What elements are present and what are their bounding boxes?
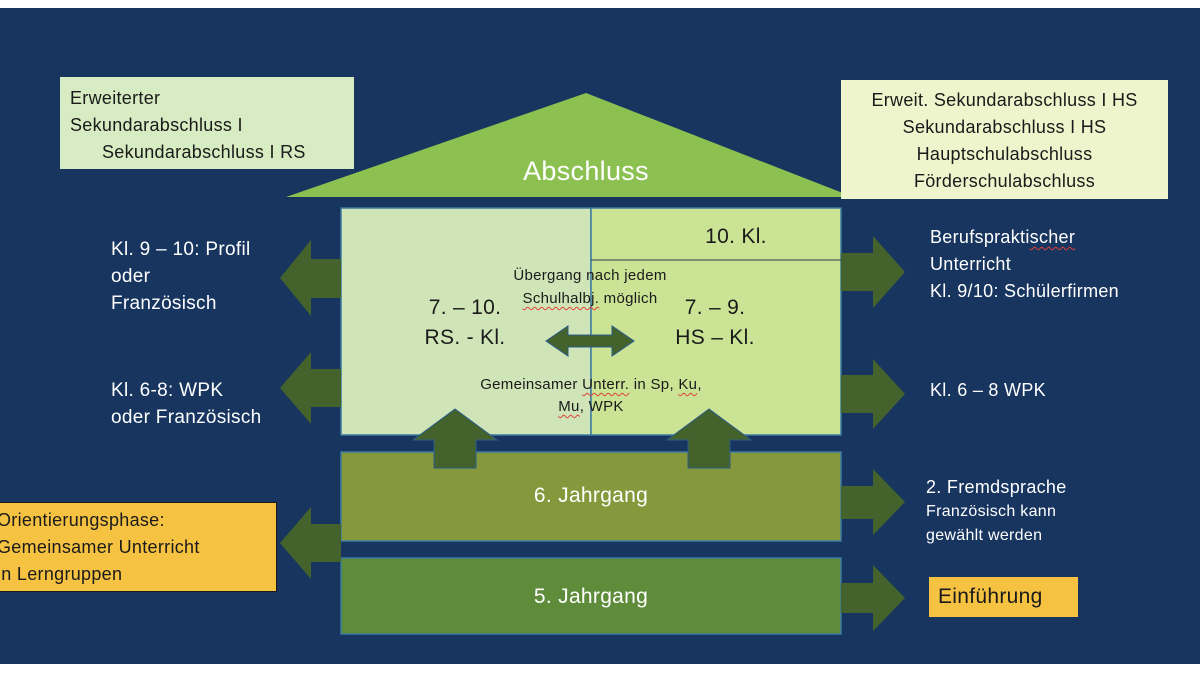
fremdsprache-title: 2. Fremdsprache xyxy=(926,477,1067,497)
grade6-label: 6. Jahrgang xyxy=(533,484,649,507)
hs-label: 7. – 9. HS – Kl. xyxy=(645,293,785,353)
rs-label: 7. – 10. RS. - Kl. xyxy=(395,293,535,353)
right-top-line1: Erweit. Sekundarabschluss I HS xyxy=(871,90,1138,110)
right-arrow-grade5 xyxy=(841,565,905,631)
left-top-line2: Sekundarabschluss I xyxy=(70,115,243,135)
left-note-upper-1: Kl. 9 – 10: Profil xyxy=(111,239,251,260)
left-top-line1: Erweiterter xyxy=(70,88,161,108)
rs-line1: 7. – 10. xyxy=(428,296,502,319)
transition-post: möglich xyxy=(599,290,658,307)
left-note-lower-1: Kl. 6-8: WPK xyxy=(111,380,224,401)
right-note-upper-wavy: scher xyxy=(1029,227,1076,247)
transition-text: Übergang nach jedem Schulhalbj. möglich xyxy=(480,264,700,310)
right-note-upper-2: Unterricht xyxy=(930,254,1012,274)
fremd-line1: Französisch kann xyxy=(926,503,1057,520)
right-arrow-upper xyxy=(841,236,905,308)
slide-background: Abschluss Erweiterter Sekundarabschluss … xyxy=(0,8,1200,664)
roof-label: Abschluss xyxy=(523,156,649,186)
shared-wavy3: Mu xyxy=(558,398,580,415)
right-note-lower: Kl. 6 – 8 WPK xyxy=(930,380,1046,400)
up-arrow-left xyxy=(411,408,499,469)
kl10-label: 10. Kl. xyxy=(705,225,767,248)
right-top-line4: Förderschulabschluss xyxy=(913,171,1096,191)
left-note-upper: Kl. 9 – 10: Profil oder Französisch xyxy=(111,236,251,317)
right-arrow-grade6 xyxy=(841,469,905,535)
left-arrow-lower xyxy=(280,507,341,579)
orientation-line1: Orientierungsphase: xyxy=(0,510,165,530)
shared-lessons-text: Gemeinsamer Unterr. in Sp, Ku, Mu, WPK xyxy=(461,374,721,418)
right-top-line3: Hauptschulabschluss xyxy=(916,144,1093,164)
right-note-upper-pre: Berufsprakti xyxy=(930,227,1030,247)
right-top-box: Erweit. Sekundarabschluss I HS Sekundara… xyxy=(841,80,1168,199)
left-note-upper-3: Französisch xyxy=(111,293,217,314)
hs-line1: 7. – 9. xyxy=(684,296,746,319)
left-top-box: Erweiterter Sekundarabschluss I Sekundar… xyxy=(60,77,354,169)
right-note-upper-3: Kl. 9/10: Schülerfirmen xyxy=(930,281,1119,301)
shared-wavy1: Unterr. xyxy=(582,376,630,393)
orientation-line3: in Lerngruppen xyxy=(0,564,123,584)
grade5-block xyxy=(340,557,842,635)
grade5-label: 5. Jahrgang xyxy=(533,585,649,608)
fremd-line2: gewählt werden xyxy=(926,527,1043,544)
right-arrow-middle xyxy=(841,359,905,429)
left-note-upper-2: oder xyxy=(111,266,151,287)
fremdsprache-text: Französisch kann gewählt werden xyxy=(926,500,1056,548)
grade6-block xyxy=(340,451,842,542)
shared-wavy2: Ku xyxy=(678,376,698,393)
intro-box: Einführung xyxy=(929,577,1078,617)
transition-wavy: Schulhalbj. xyxy=(522,290,600,307)
roof-triangle xyxy=(286,93,853,197)
left-top-line3: Sekundarabschluss I RS xyxy=(102,142,306,162)
left-arrow-middle xyxy=(280,352,341,424)
rs-line2: RS. - Kl. xyxy=(424,326,506,349)
left-note-lower-2: oder Französisch xyxy=(111,407,262,428)
shared-pre: Gemeinsamer xyxy=(480,376,583,393)
hs-line2: HS – Kl. xyxy=(675,326,755,349)
shared-mid: in Sp, xyxy=(629,376,679,393)
orientation-box: Orientierungsphase: Gemeinsamer Unterric… xyxy=(0,502,277,592)
orientation-line2: Gemeinsamer Unterricht xyxy=(0,537,200,557)
intro-label: Einführung xyxy=(938,585,1043,608)
shared-line2-post: , WPK xyxy=(579,398,624,415)
transition-line1: Übergang nach jedem xyxy=(513,267,667,284)
hs-block xyxy=(590,207,842,436)
right-note-upper: Berufspraktischer Unterricht Kl. 9/10: S… xyxy=(930,224,1119,305)
diagram-shapes xyxy=(280,93,905,635)
left-note-lower: Kl. 6-8: WPK oder Französisch xyxy=(111,377,262,431)
left-arrow-upper xyxy=(280,240,341,316)
shared-post: , xyxy=(697,376,702,393)
right-top-line2: Sekundarabschluss I HS xyxy=(902,117,1107,137)
double-arrow xyxy=(545,325,635,357)
up-arrow-right xyxy=(665,408,753,469)
